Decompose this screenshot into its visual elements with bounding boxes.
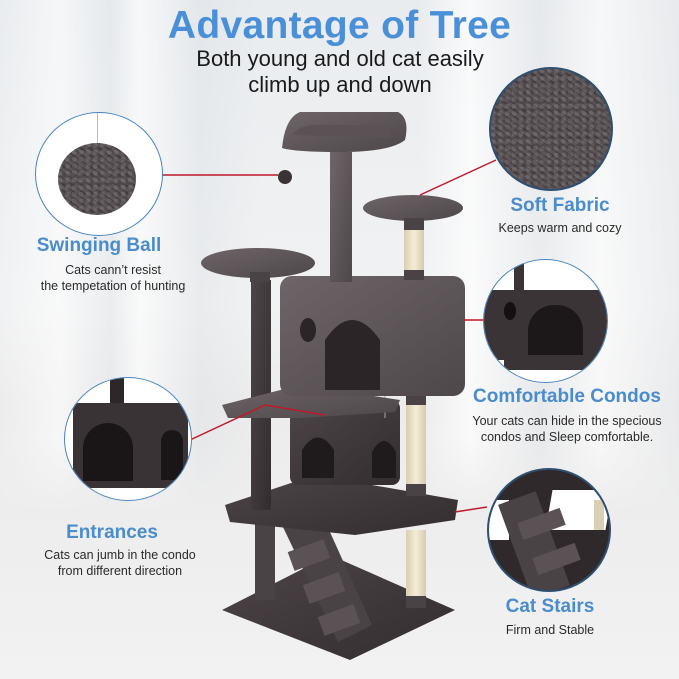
feature-title: Comfortable Condos bbox=[473, 386, 661, 407]
feature-description: Firm and Stable bbox=[505, 623, 595, 637]
feature-description: Cats cann’t resist the tempetation of hu… bbox=[40, 263, 186, 293]
feature-title: Cat Stairs bbox=[505, 596, 595, 617]
comfortable-condos-circle bbox=[483, 259, 608, 383]
page-title: Advantage of Tree bbox=[167, 4, 512, 47]
cat-stairs-circle bbox=[487, 468, 611, 592]
swinging-ball-photo bbox=[58, 143, 136, 215]
page-subtitle: Both young and old cat easily climb up a… bbox=[140, 46, 540, 98]
swinging-ball-circle bbox=[35, 112, 163, 236]
feature-title: Soft Fabric bbox=[510, 195, 610, 216]
callout-lines bbox=[162, 159, 497, 513]
feature-title: Swinging Ball bbox=[36, 235, 162, 256]
entrances-circle bbox=[64, 377, 192, 501]
feature-title: Entrances bbox=[66, 522, 158, 543]
swinging-ball-toy bbox=[278, 170, 292, 184]
soft-fabric-circle bbox=[489, 67, 613, 191]
subtitle-line-2: climb up and down bbox=[248, 72, 432, 97]
feature-description: Cats can jumb in the condo from differen… bbox=[44, 548, 196, 578]
feature-description: Keeps warm and cozy bbox=[498, 221, 622, 235]
subtitle-line-1: Both young and old cat easily bbox=[196, 46, 484, 71]
feature-description: Your cats can hide in the specious condo… bbox=[472, 414, 662, 444]
